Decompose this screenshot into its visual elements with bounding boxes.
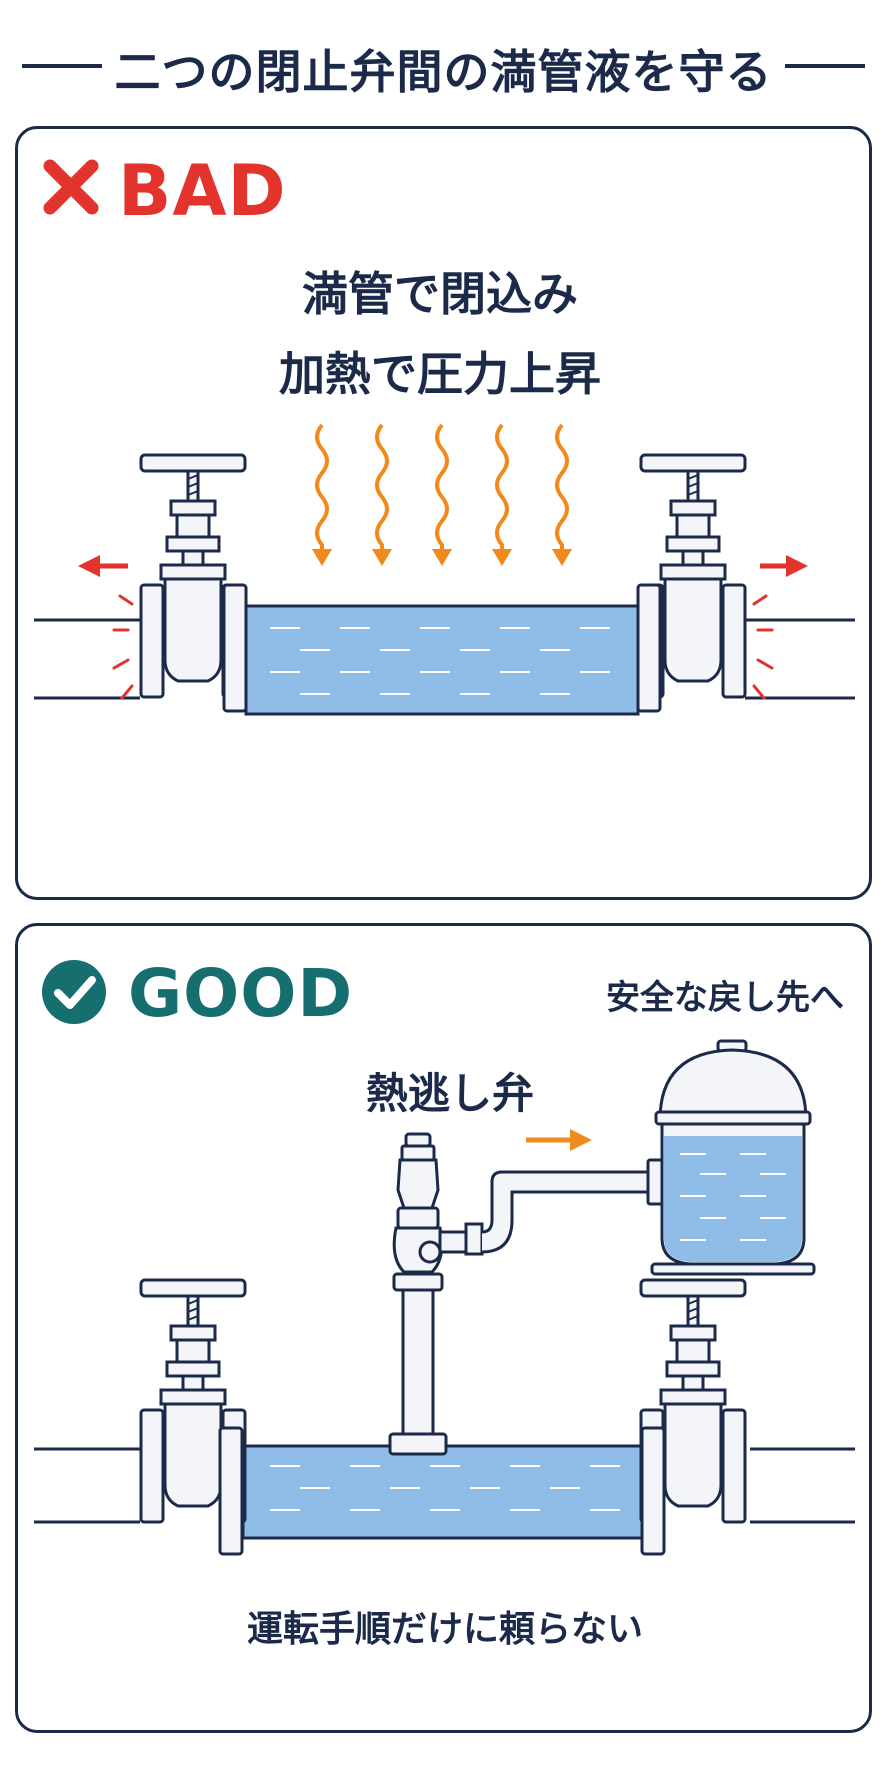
bad-caption-line2: 加熱で圧力上昇 bbox=[279, 347, 601, 401]
title-row: 二つの閉止弁間の満管液を守る bbox=[0, 30, 887, 100]
good-label: GOOD bbox=[128, 955, 354, 1032]
relief-valve-caption: 熱逃し弁 bbox=[365, 1069, 534, 1118]
check-circle-icon bbox=[42, 960, 106, 1024]
bad-right-flange bbox=[636, 583, 662, 713]
good-right-flange bbox=[640, 1426, 666, 1556]
title-rule-left bbox=[22, 64, 102, 68]
page-title: 二つの閉止弁間の満管液を守る bbox=[114, 45, 773, 99]
burst-marks bbox=[112, 594, 774, 700]
good-liquid-pipe bbox=[241, 1444, 645, 1540]
flow-arrow bbox=[526, 1129, 592, 1151]
bad-caption-line1: 満管で閉込み bbox=[302, 267, 578, 321]
heat-arrows bbox=[315, 423, 569, 559]
bad-liquid-pipe bbox=[244, 604, 640, 716]
heat-arrowheads bbox=[312, 549, 572, 566]
return-caption: 安全な戻し先へ bbox=[606, 978, 844, 1018]
leak-arrow-right bbox=[760, 555, 808, 577]
good-left-flange bbox=[218, 1426, 244, 1556]
cross-icon bbox=[43, 159, 99, 215]
bad-label: BAD bbox=[118, 150, 287, 232]
bottom-caption: 運転手順だけに頼らない bbox=[246, 1609, 643, 1650]
receiver-tank bbox=[650, 1039, 816, 1276]
bad-panel bbox=[15, 126, 872, 900]
good-outer-pipe bbox=[34, 1447, 855, 1524]
title-rule-right bbox=[785, 64, 865, 68]
relief-valve bbox=[388, 1132, 664, 1456]
leak-arrow-left bbox=[78, 555, 128, 577]
bad-left-flange bbox=[222, 583, 248, 713]
